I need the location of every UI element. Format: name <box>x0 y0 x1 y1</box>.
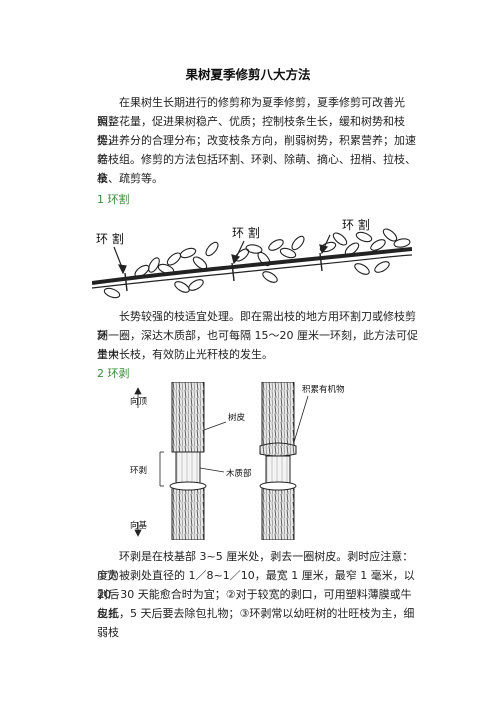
ring-cut-label-1: 环 割 <box>96 231 124 246</box>
ring-cut-line: 长势较强的枝适宜处理。即在需出枝的地方用环割刀或修枝剪环 <box>97 310 416 342</box>
ring-peel-line: 度为被剥处直径的 1／8~1／10，最宽 1 厘米，最窄 1 毫米，以剥后 <box>97 569 415 601</box>
label-toward-top: 向顶 <box>130 396 148 407</box>
ring-peel-figure: 向顶 树皮 环剥 木质部 积累有机物 向基 <box>130 382 370 540</box>
intro-line: 枝、疏剪等。 <box>97 172 163 185</box>
intro-line: 调整花量，促进果树稳产、优质；控制枝条生长，缓和树势和枝势， <box>97 115 405 147</box>
label-ring-peel: 环剥 <box>130 465 147 476</box>
ring-peel-line: 20~30 天能愈合时为宜；②对于较宽的剥口，可用塑料薄膜或牛皮纸 <box>97 588 412 620</box>
intro-line: 促进养分的合理分布；改变枝条方向，削弱树势，积累营养；加速培 <box>97 134 416 166</box>
label-toward-base: 向基 <box>130 520 148 531</box>
ring-cut-line: 刻一圈，深达木质部，也可每隔 15～20 厘米一环刻，此方法可促生大 <box>97 329 418 361</box>
ring-cut-label-2: 环 割 <box>232 225 260 240</box>
section-heading-ring-peel: 2 环剥 <box>97 367 130 380</box>
section-heading-ring-cut: 1 环割 <box>97 193 130 206</box>
label-organic-accumulation: 积累有机物 <box>302 384 345 395</box>
ring-cut-figure: 环 割 环 割 环 割 <box>92 215 412 305</box>
ring-peel-line: 环剥是在枝基部 3~5 厘米处，剥去一圈树皮。剥时应注意：①宽 <box>97 550 414 582</box>
ring-cut-line: 量中长枝，有效防止光秆枝的发生。 <box>97 348 273 361</box>
intro-line: 在果树生长期进行的修剪称为夏季修剪，夏季修剪可改善光照， <box>97 96 405 128</box>
label-bark: 树皮 <box>228 412 246 423</box>
document-title: 果树夏季修剪八大方法 <box>185 67 311 82</box>
ring-cut-label-3: 环 割 <box>342 217 370 232</box>
ring-peel-line: 包扎，5 天后要去除包扎物；③环剥常以幼旺树的壮旺枝为主，细弱枝 <box>97 607 415 639</box>
label-xylem: 木质部 <box>226 468 252 479</box>
intro-line: 养枝组。修剪的方法包括环割、环剥、除萌、摘心、扭梢、拉枝、拿 <box>97 153 416 185</box>
